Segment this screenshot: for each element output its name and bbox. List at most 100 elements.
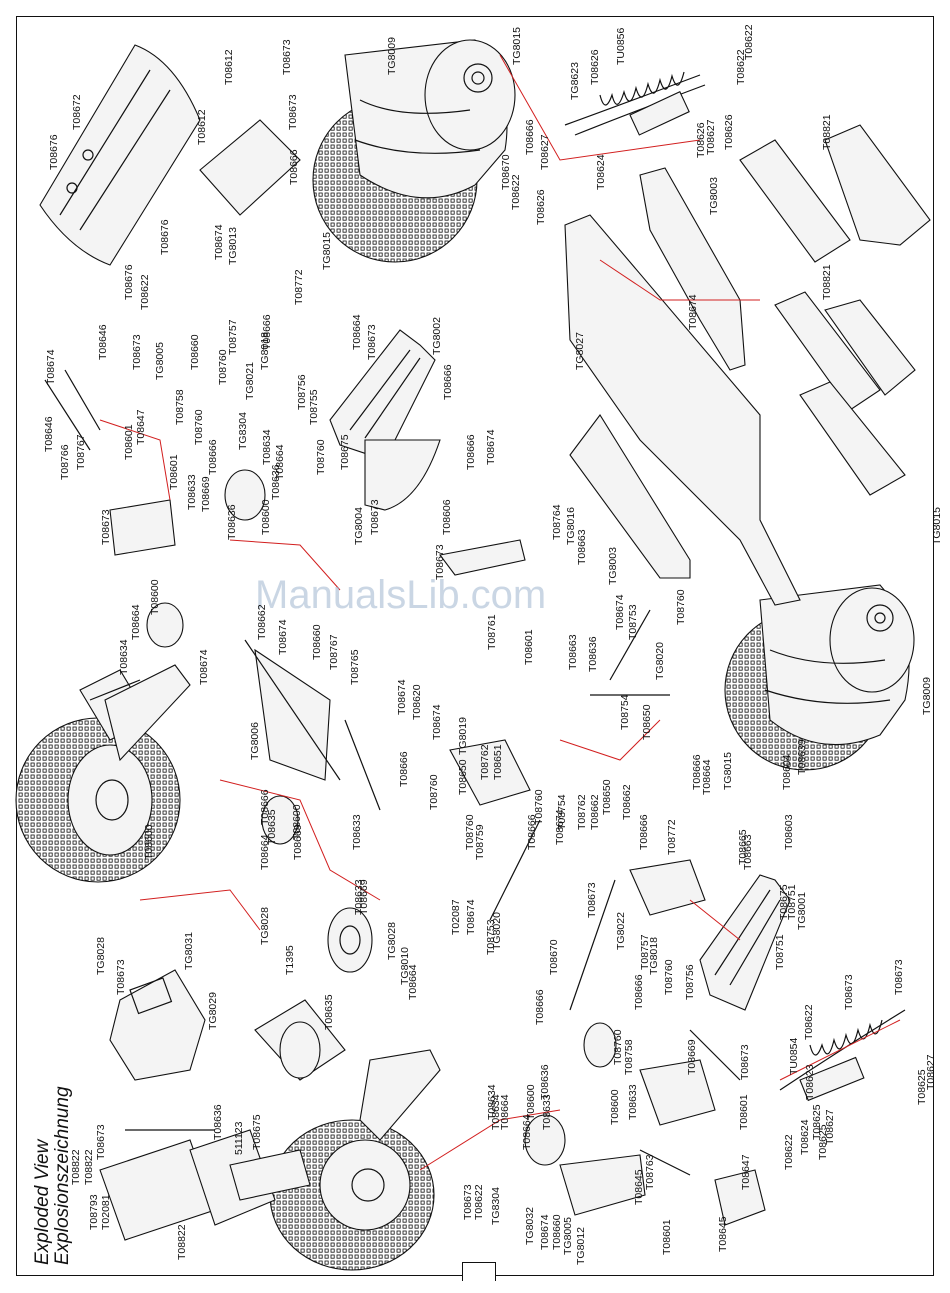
- part-number-label: T08626: [535, 189, 547, 225]
- part-number-label: T08754: [619, 694, 631, 730]
- part-number-label: T08636: [226, 504, 238, 540]
- page-tab: [462, 1262, 496, 1281]
- part-number-label: T08664: [701, 759, 713, 795]
- part-number-label: T08627: [824, 1109, 836, 1145]
- part-number-label: T08662: [589, 794, 601, 830]
- part-number-label: T08627: [705, 119, 717, 155]
- part-number-label: T08673: [586, 882, 598, 918]
- part-number-label: T08753: [627, 604, 639, 640]
- part-number-label: T08762: [576, 794, 588, 830]
- part-number-label: T08673: [369, 499, 381, 535]
- shock-top-right: [564, 71, 706, 136]
- part-number-label: TG8015: [722, 752, 734, 790]
- shock-bottom-right: [779, 1009, 906, 1102]
- part-number-label: TG8027: [574, 332, 586, 370]
- part-number-label: T08660: [189, 334, 201, 370]
- part-number-label: T08760: [217, 349, 229, 385]
- part-number-label: T08772: [666, 819, 678, 855]
- part-number-label: T08622: [783, 1134, 795, 1170]
- part-number-label: TG8032: [524, 1207, 536, 1245]
- part-number-label: T08633: [351, 814, 363, 850]
- part-number-label: T08650: [601, 779, 613, 815]
- part-number-label: T08603: [783, 814, 795, 850]
- part-number-label: T08760: [428, 774, 440, 810]
- part-number-label: T08624: [595, 154, 607, 190]
- part-number-label: TG8010: [399, 947, 411, 985]
- part-number-label: T08670: [500, 154, 512, 190]
- part-number-label: T08634: [118, 639, 130, 675]
- part-number-label: T08639: [796, 739, 808, 775]
- part-number-label: TG8009: [921, 677, 933, 715]
- part-number-label: T08663: [576, 529, 588, 565]
- part-number-label: T08662: [621, 784, 633, 820]
- part-number-label: T08622: [743, 24, 755, 60]
- part-number-label: T08793: [88, 1194, 100, 1230]
- part-number-label: T08601: [661, 1219, 673, 1255]
- part-number-label: TG8304: [490, 1187, 502, 1225]
- part-number-label: T08673: [366, 324, 378, 360]
- part-number-label: T08753: [485, 919, 497, 955]
- part-number-label: T08670: [548, 939, 560, 975]
- part-number-label: T08760: [193, 409, 205, 445]
- part-number-label: T08660: [551, 1214, 563, 1250]
- part-number-label: T08601: [168, 454, 180, 490]
- part-number-label: TG8012: [575, 1227, 587, 1265]
- wheel-left: [15, 717, 181, 883]
- part-number-label: T08636: [539, 1064, 551, 1100]
- part-number-label: TG8623: [569, 62, 581, 100]
- part-number-label: T08675: [778, 884, 790, 920]
- part-number-label: T08757: [639, 934, 651, 970]
- part-number-label: T08624: [799, 1119, 811, 1155]
- part-number-label: T08622: [139, 274, 151, 310]
- part-number-label: T08822: [176, 1224, 188, 1260]
- part-number-label: TG8013: [227, 227, 239, 265]
- part-number-label: T08766: [59, 444, 71, 480]
- part-number-label: T08669: [358, 879, 370, 915]
- part-number-label: TG8018: [259, 332, 271, 370]
- motor: [254, 999, 346, 1081]
- part-number-label: T08664: [499, 1094, 511, 1130]
- part-number-label: T08645: [633, 1169, 645, 1205]
- part-number-label: T08663: [567, 634, 579, 670]
- part-number-label: T08646: [43, 416, 55, 452]
- part-number-label: T08646: [97, 324, 109, 360]
- part-number-label: T08666: [534, 989, 546, 1025]
- part-number-label: T08666: [524, 119, 536, 155]
- part-number-label: TG8003: [607, 547, 619, 585]
- part-number-label: T08751: [786, 884, 798, 920]
- part-number-label: TG8031: [183, 932, 195, 970]
- part-number-label: TG8029: [207, 992, 219, 1030]
- part-number-label: T08673: [100, 509, 112, 545]
- part-number-label: T02087: [450, 899, 462, 935]
- part-number-label: T08634: [486, 1084, 498, 1120]
- part-number-label: T08600: [525, 1084, 537, 1120]
- part-number-label: T08664: [130, 604, 142, 640]
- part-number-label: TG8009: [386, 37, 398, 75]
- part-number-label: T08664: [521, 1114, 533, 1150]
- part-number-label: T08666: [633, 974, 645, 1010]
- part-number-label: T08673: [434, 544, 446, 580]
- part-number-label: TG8020: [654, 642, 666, 680]
- part-number-label: T08636: [212, 1104, 224, 1140]
- part-number-label: T08673: [115, 959, 127, 995]
- part-number-label: T08676: [123, 264, 135, 300]
- part-number-label: T08669: [686, 1039, 698, 1075]
- part-number-label: T08665: [737, 829, 749, 865]
- part-number-label: T08674: [465, 899, 477, 935]
- part-number-label: T08600: [143, 824, 155, 860]
- receiver-box: [99, 1129, 276, 1241]
- part-number-label: TG8015: [511, 27, 523, 65]
- part-number-label: TG8022: [615, 912, 627, 950]
- part-number-label: TG8020: [491, 912, 503, 950]
- part-number-label: T08673: [281, 39, 293, 75]
- part-number-label: T08600: [149, 579, 161, 615]
- part-number-label: T08666: [261, 314, 273, 350]
- part-number-label: T08633: [541, 1094, 553, 1130]
- part-number-label: T08600: [291, 804, 303, 840]
- part-number-label: T08604: [781, 754, 793, 790]
- part-number-label: T08633: [353, 879, 365, 915]
- title-line1: Exploded View: [32, 1138, 53, 1265]
- part-number-label: T08673: [739, 1044, 751, 1080]
